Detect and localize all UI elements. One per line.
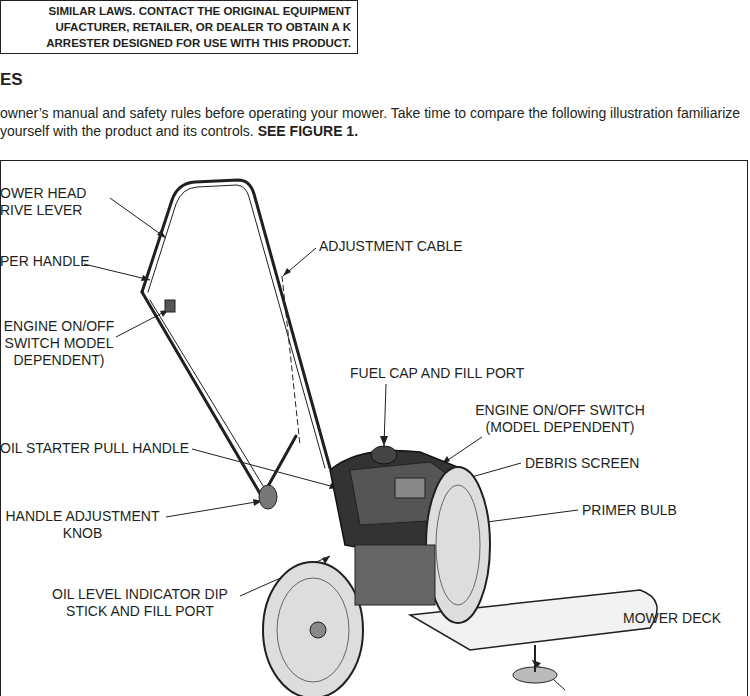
part-label: HANDLE ADJUSTMENT KNOB	[0, 508, 165, 542]
warning-box: SIMILAR LAWS. CONTACT THE ORIGINAL EQUIP…	[0, 0, 358, 54]
part-label: PER HANDLE	[0, 253, 110, 270]
intro-paragraph: owner’s manual and safety rules before o…	[0, 104, 750, 140]
part-label: ENGINE ON/OFF SWITCH MODEL DEPENDENT)	[0, 318, 118, 369]
arrow-heads	[141, 230, 571, 668]
figure-frame	[1, 161, 748, 696]
knob	[259, 485, 277, 509]
section-heading: ES	[0, 70, 23, 90]
part-label: OIL STARTER PULL HANDLE	[0, 440, 200, 457]
part-label: ADJUSTMENT CABLE	[319, 238, 499, 255]
part-label: MOWER DECK	[623, 610, 743, 627]
frame	[355, 545, 435, 605]
switch	[165, 300, 175, 312]
rear-wheel	[426, 467, 490, 623]
part-label: DEBRIS SCREEN	[525, 455, 675, 472]
part-label: OIL LEVEL INDICATOR DIP STICK AND FILL P…	[40, 586, 240, 620]
part-label: ENGINE ON/OFF SWITCH (MODEL DEPENDENT)	[470, 402, 650, 436]
part-label: FUEL CAP AND FILL PORT	[350, 365, 550, 382]
part-label: OWER HEAD RIVE LEVER	[0, 185, 92, 219]
cable	[282, 276, 300, 445]
engine-panel	[395, 478, 425, 498]
wheel-rim	[277, 578, 349, 682]
front-wheel	[263, 562, 363, 696]
wheel-hub	[310, 622, 326, 638]
figure-reference: SEE FIGURE 1.	[258, 123, 358, 139]
part-label: PRIMER BULB	[582, 502, 722, 519]
wheel-rim	[436, 485, 480, 605]
intro-text: owner’s manual and safety rules before o…	[0, 105, 740, 139]
warning-text: SIMILAR LAWS. CONTACT THE ORIGINAL EQUIP…	[5, 3, 351, 51]
trimmer-shaft	[534, 645, 536, 672]
fuel-cap	[371, 446, 397, 464]
